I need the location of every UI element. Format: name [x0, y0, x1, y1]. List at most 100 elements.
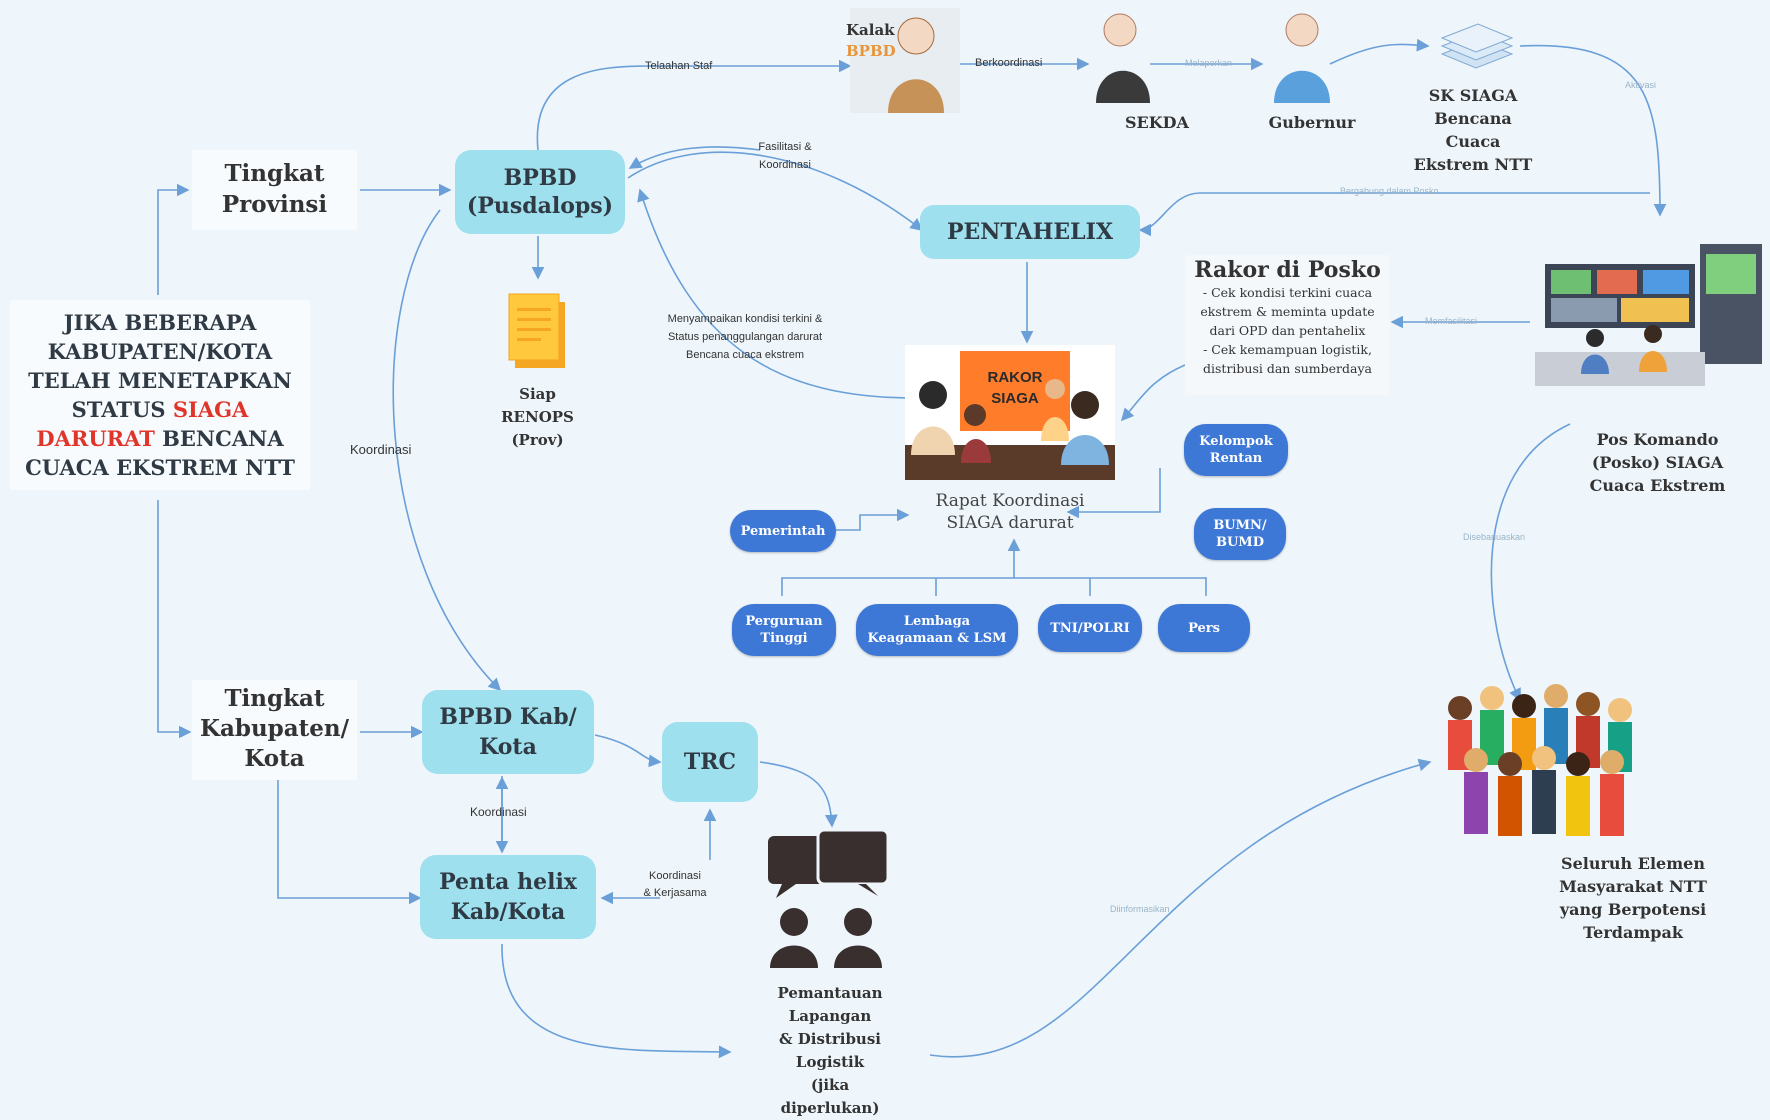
pemantauan-label: Pemantauan Lapangan & Distribusi Logisti… [755, 982, 905, 1120]
pentahelix-label: PENTAHELIX [946, 219, 1114, 245]
rakor-posko-note: Rakor di Posko - Cek kondisi terkini cua… [1185, 255, 1390, 395]
rakor-siaga-screen-text: RAKOR SIAGA [960, 367, 1070, 409]
masyarakat-line-3: yang Berpotensi [1559, 900, 1707, 919]
node-pentahelix-kabkota[interactable]: Penta helix Kab/Kota [420, 855, 596, 939]
caption-line-2: SIAGA darurat [946, 513, 1074, 533]
rakor-posko-line-4: - Cek kemampuan logistik, [1203, 342, 1372, 357]
renops-line-1: Siap [519, 385, 556, 403]
bencana-text: BENCANA [154, 426, 284, 451]
menyampaikan-line-3: Bencana cuaca ekstrem [685, 349, 804, 361]
sekda-label: SEKDA [1125, 113, 1189, 132]
edge-label-diinformasikan: Diinformasikan [1110, 904, 1170, 914]
arrow-bpbd-pentahelix [627, 151, 924, 231]
kelompok-line-2: Rentan [1209, 451, 1263, 466]
sk-document-icon [1432, 14, 1516, 78]
posko-line-1: Pos Komando [1596, 430, 1719, 449]
sekda-person-icon [1096, 13, 1150, 103]
arrow-trc-pemantauan [759, 761, 838, 828]
arrow-kab-pentahelixkab [277, 780, 422, 905]
sk-stack-graphic [1440, 23, 1514, 69]
arrow-bpbdkab-trc [594, 734, 662, 768]
rakor-posko-line-3: dari OPD dan pentahelix [1209, 323, 1366, 338]
edge-label-berkoordinasi: Berkoordinasi [975, 57, 1043, 69]
masyarakat-line-4: Terdampak [1583, 923, 1683, 942]
kalak-bpbd-area: Kalak BPBD [846, 8, 960, 113]
posko-illustration [1535, 234, 1767, 404]
level-kabkota: Tingkat Kabupaten/ Kota [192, 680, 357, 780]
two-people-chat-graphic [768, 828, 890, 968]
status-line-3: TELAH MENETAPKAN [28, 368, 292, 393]
edge-label-koordinasi: Koordinasi [350, 442, 412, 457]
kalak-person-icon [888, 17, 944, 113]
kerjasama-line-1: Koordinasi [649, 870, 701, 882]
lembaga-line-1: Lembaga [903, 614, 971, 629]
arrow-posko-pentahelix [1138, 192, 1650, 237]
edge-label-melaporkan: Melaporkan [1185, 58, 1233, 68]
sk-line-2: Bencana [1434, 109, 1512, 128]
rakor-posko-title: Rakor di Posko [1194, 257, 1381, 283]
pill-tni-polri[interactable]: TNI/POLRI [1038, 604, 1142, 652]
menyampaikan-line-1: Menyampaikan kondisi terkini & [667, 313, 823, 325]
edge-label-fasilitasi: Fasilitasi & Koordinasi [745, 138, 825, 174]
renops-document-graphic [508, 293, 565, 368]
arrow-pemantauan-masyarakat [929, 758, 1432, 1058]
rakor-siaga-caption: Rapat Koordinasi SIAGA darurat [915, 490, 1105, 534]
arrow-pentahelix-bpbd [628, 146, 761, 169]
pemantauan-line-4: Logistik [795, 1053, 865, 1071]
sk-line-1: SK SIAGA [1428, 86, 1518, 105]
sk-label: SK SIAGA Bencana Cuaca Ekstrem NTT [1398, 84, 1548, 176]
edge-label-disebarluaskan: Disebarluaskan [1463, 532, 1526, 542]
node-bpbd-pusdalops[interactable]: BPBD (Pusdalops) [455, 150, 625, 234]
status-line-6: CUACA EKSTREM NTT [25, 455, 295, 480]
siaga-text: SIAGA [172, 397, 249, 422]
kerjasama-line-2: & Kerjasama [643, 887, 707, 899]
status-text: STATUS [71, 397, 173, 422]
posko-line-3: Cuaca Ekstrem [1589, 476, 1726, 495]
edge-label-memfasilitasi: Memfasilitasi [1425, 316, 1478, 326]
masyarakat-line-1: Seluruh Elemen [1561, 854, 1705, 873]
node-pentahelix[interactable]: PENTAHELIX [920, 205, 1140, 259]
command-center-graphic [1535, 244, 1762, 386]
rakor-siaga-illustration: RAKOR SIAGA [905, 345, 1115, 480]
tni-label: TNI/POLRI [1050, 620, 1130, 636]
status-line-1: JIKA BEBERAPA [63, 310, 257, 335]
pill-pers[interactable]: Pers [1158, 604, 1250, 652]
pill-bumn-bumd[interactable]: BUMN/BUMD [1194, 508, 1286, 560]
gubernur-area [1262, 8, 1332, 108]
arrow-pentahelixkab-pemantauan [501, 943, 732, 1059]
pentahelix-kab-line-2: Kab/Kota [450, 899, 566, 925]
status-condition-box: JIKA BEBERAPA KABUPATEN/KOTA TELAH MENET… [10, 300, 310, 490]
arrow-gubernur-sk [1329, 38, 1430, 65]
arrow-bpbd-kalak [536, 59, 852, 151]
arrow-left-to-provinsi [157, 183, 190, 295]
lembaga-line-2: Keagamaan & LSM [867, 631, 1007, 646]
gubernur-person-icon [1274, 13, 1330, 103]
arrow-left-to-kab [157, 500, 192, 739]
pill-pemerintah[interactable]: Pemerintah [730, 510, 836, 552]
posko-label: Pos Komando (Posko) SIAGA Cuaca Ekstrem [1570, 428, 1745, 497]
status-line-4: STATUS SIAGA [10, 395, 310, 424]
sk-line-3: Cuaca [1445, 132, 1501, 151]
trc-label: TRC [683, 749, 737, 775]
node-trc[interactable]: TRC [662, 722, 758, 802]
renops-line-3: (Prov) [511, 431, 564, 449]
rakor-posko-line-5: distribusi dan sumberdaya [1203, 361, 1372, 376]
arrow-kelompok-rakor [1066, 468, 1161, 519]
pemantauan-line-1: Pemantauan [777, 984, 883, 1002]
node-bpbd-kabkota[interactable]: BPBD Kab/ Kota [422, 690, 594, 774]
pers-label: Pers [1188, 620, 1220, 636]
pemantauan-line-5: (jika [810, 1076, 850, 1094]
arrow-bottom-rakor [781, 540, 1207, 596]
arrow-rakor-bpbd [637, 188, 916, 399]
darurat-text: DARURAT [36, 426, 155, 451]
pemantauan-line-3: & Distribusi [779, 1030, 881, 1048]
arrow-bpbd-bpbdkab [392, 209, 502, 692]
edge-label-telaahan: Telaahan Staf [645, 60, 713, 72]
level-provinsi-line-2: Provinsi [221, 191, 328, 218]
edge-label-koordinasi-kerjasama: Koordinasi & Kerjasama [630, 868, 720, 902]
pemantauan-line-2: Lapangan [788, 1007, 872, 1025]
